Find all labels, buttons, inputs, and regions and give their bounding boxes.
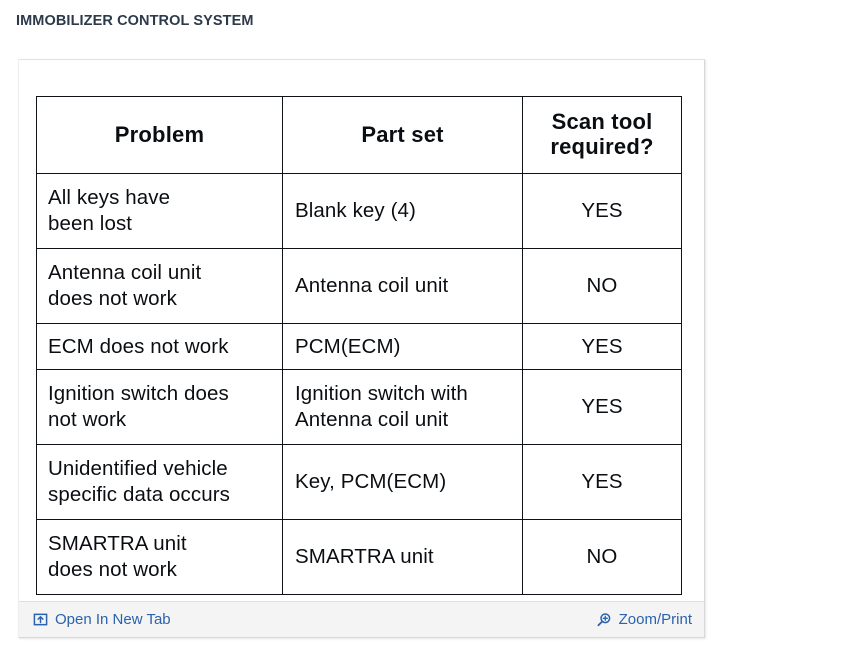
- cell-part-set: SMARTRA unit: [282, 519, 523, 595]
- table-body: All keys have been lost Blank key (4) YE…: [36, 173, 682, 595]
- figure-panel: Problem Part set Scan tool required?: [18, 59, 705, 638]
- cell-scan-tool-required: YES: [522, 323, 682, 370]
- external-link-icon: [33, 612, 48, 627]
- cell-problem-line-1: Unidentified vehicle: [48, 457, 228, 481]
- cell-problem-line-1: ECM does not work: [48, 334, 229, 358]
- cell-scan-value: YES: [581, 395, 623, 419]
- cell-scan-tool-required: NO: [522, 248, 682, 324]
- cell-scan-value: NO: [586, 274, 618, 298]
- cell-scan-tool-required: YES: [522, 369, 682, 445]
- cell-part-set: Antenna coil unit: [282, 248, 523, 324]
- cell-problem-line-1: All keys have: [48, 186, 171, 210]
- cell-part-set-line-1: Blank key (4): [295, 199, 416, 223]
- table-row: All keys have been lost Blank key (4) YE…: [36, 173, 682, 249]
- table-row: ECM does not work PCM(ECM) YES: [36, 323, 682, 370]
- table-row: Antenna coil unit does not work Antenna …: [36, 248, 682, 324]
- cell-problem-line-2: does not work: [48, 287, 177, 310]
- cell-part-set-line-1: Ignition switch with: [295, 382, 468, 406]
- cell-problem: Unidentified vehicle specific data occur…: [36, 444, 283, 520]
- cell-problem: Antenna coil unit does not work: [36, 248, 283, 324]
- cell-problem: All keys have been lost: [36, 173, 283, 249]
- cell-scan-tool-required: NO: [522, 519, 682, 595]
- column-header-scan-line-1: Scan tool: [551, 109, 653, 135]
- cell-part-set-line-2: Antenna coil unit: [295, 408, 449, 431]
- table-header-row: Problem Part set Scan tool required?: [36, 96, 682, 174]
- open-in-new-tab-link[interactable]: Open In New Tab: [33, 612, 171, 627]
- cell-part-set: Ignition switch with Antenna coil unit: [282, 369, 523, 445]
- zoom-print-label: Zoom/Print: [618, 611, 692, 628]
- magnifier-plus-icon: [596, 612, 612, 628]
- cell-scan-tool-required: YES: [522, 173, 682, 249]
- cell-part-set: PCM(ECM): [282, 323, 523, 370]
- page-title: IMMOBILIZER CONTROL SYSTEM: [16, 13, 254, 29]
- cell-problem: Ignition switch does not work: [36, 369, 283, 445]
- cell-scan-tool-required: YES: [522, 444, 682, 520]
- zoom-print-link[interactable]: Zoom/Print: [596, 612, 692, 628]
- cell-scan-value: YES: [581, 334, 623, 358]
- cell-problem: ECM does not work: [36, 323, 283, 370]
- cell-part-set-line-1: PCM(ECM): [295, 334, 401, 358]
- cell-part-set-line-1: Key, PCM(ECM): [295, 470, 447, 494]
- column-header-scan-line-2: required?: [550, 134, 654, 159]
- cell-problem-line-1: SMARTRA unit: [48, 532, 187, 556]
- table-row: SMARTRA unit does not work SMARTRA unit …: [36, 519, 682, 595]
- cell-problem-line-1: Ignition switch does: [48, 382, 229, 406]
- cell-part-set-line-1: Antenna coil unit: [295, 274, 449, 298]
- cell-problem: SMARTRA unit does not work: [36, 519, 283, 595]
- cell-problem-line-2: does not work: [48, 558, 177, 581]
- column-header-problem: Problem: [36, 96, 283, 174]
- table-row: Ignition switch does not work Ignition s…: [36, 369, 682, 445]
- immobilizer-problem-table: Problem Part set Scan tool required?: [36, 96, 682, 595]
- cell-problem-line-2: been lost: [48, 212, 133, 235]
- column-header-problem-line-1: Problem: [114, 121, 205, 147]
- figure-action-bar: Open In New Tab Zoom/Print: [19, 601, 704, 637]
- table-row: Unidentified vehicle specific data occur…: [36, 444, 682, 520]
- cell-scan-value: NO: [586, 545, 618, 569]
- cell-part-set: Key, PCM(ECM): [282, 444, 523, 520]
- cell-part-set-line-1: SMARTRA unit: [295, 545, 434, 569]
- column-header-part-set-line-1: Part set: [361, 121, 444, 147]
- cell-scan-value: YES: [581, 470, 623, 494]
- cell-part-set: Blank key (4): [282, 173, 523, 249]
- cell-scan-value: YES: [581, 199, 623, 223]
- open-in-new-tab-label: Open In New Tab: [55, 611, 171, 628]
- scanned-image-area: Problem Part set Scan tool required?: [19, 60, 704, 601]
- cell-problem-line-2: specific data occurs: [48, 483, 231, 506]
- cell-problem-line-1: Antenna coil unit: [48, 261, 202, 285]
- cell-problem-line-2: not work: [48, 408, 127, 431]
- table-header: Problem Part set Scan tool required?: [36, 96, 682, 174]
- column-header-scan-tool-required: Scan tool required?: [522, 96, 682, 174]
- column-header-part-set: Part set: [282, 96, 523, 174]
